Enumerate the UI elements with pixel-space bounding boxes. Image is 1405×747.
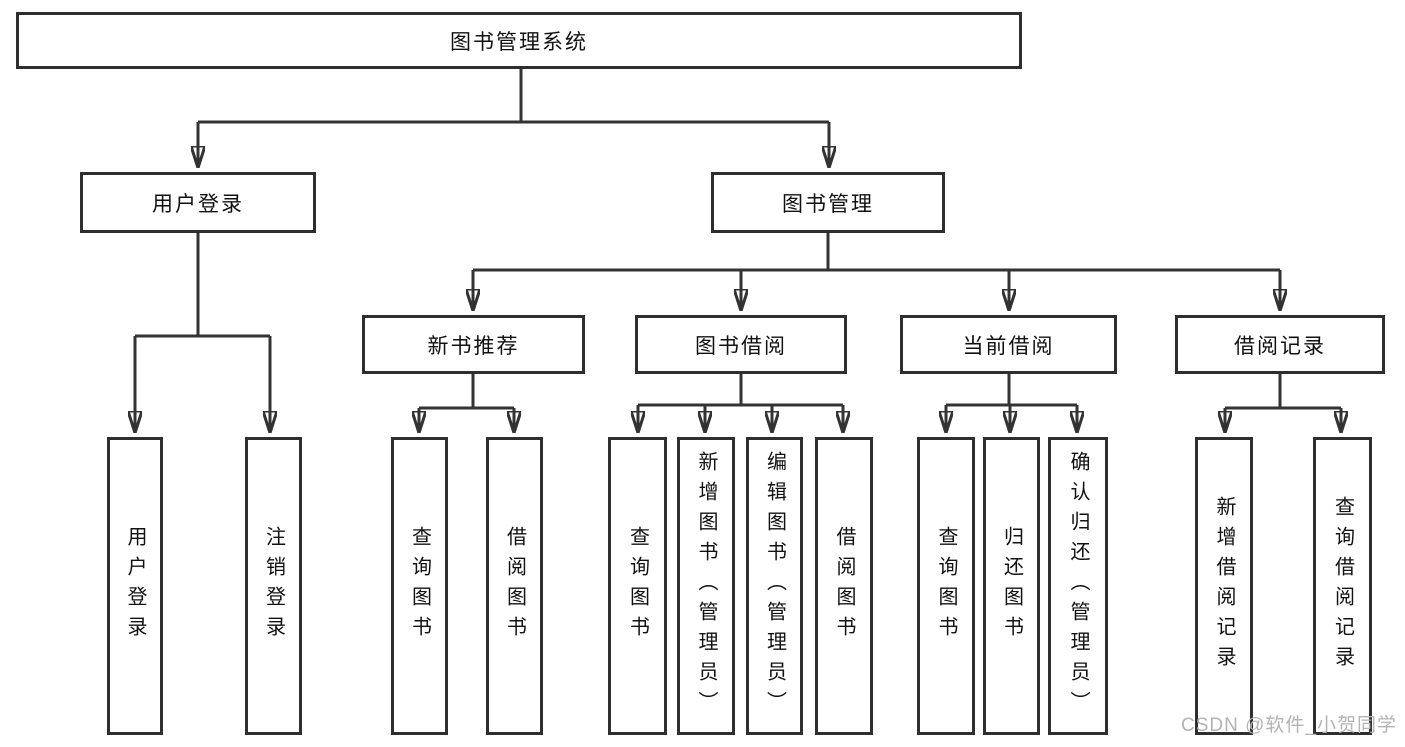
leaf-add-borrow-record: 新增借阅记录 <box>1195 437 1253 735</box>
leaf-query-books-recommend: 查询图书 <box>391 437 448 735</box>
leaf-query-books-current: 查询图书 <box>917 437 975 735</box>
leaf-borrow-books-recommend: 借阅图书 <box>486 437 543 735</box>
leaf-query-books-borrow: 查询图书 <box>608 437 667 735</box>
leaf-query-borrow-record: 查询借阅记录 <box>1313 437 1372 735</box>
leaf-add-books-admin: 新增图书（管理员） <box>677 437 735 735</box>
leaf-borrow-books: 借阅图书 <box>815 437 873 735</box>
leaf-return-books: 归还图书 <box>983 437 1040 735</box>
leaf-confirm-return-admin: 确认归还（管理员） <box>1048 437 1108 735</box>
leaf-user-login: 用户登录 <box>107 437 163 735</box>
leaf-edit-books-admin: 编辑图书（管理员） <box>746 437 803 735</box>
node-book-management: 图书管理 <box>711 172 945 233</box>
node-current-borrowing: 当前借阅 <box>900 315 1117 374</box>
node-root-system: 图书管理系统 <box>16 12 1022 69</box>
leaf-logout: 注销登录 <box>245 437 302 735</box>
node-user-login: 用户登录 <box>80 172 316 233</box>
node-new-book-recommend: 新书推荐 <box>362 315 585 374</box>
csdn-watermark: CSDN @软件_小贺同学 <box>1181 715 1397 736</box>
node-book-borrowing: 图书借阅 <box>635 315 847 374</box>
node-borrow-records: 借阅记录 <box>1175 315 1385 374</box>
